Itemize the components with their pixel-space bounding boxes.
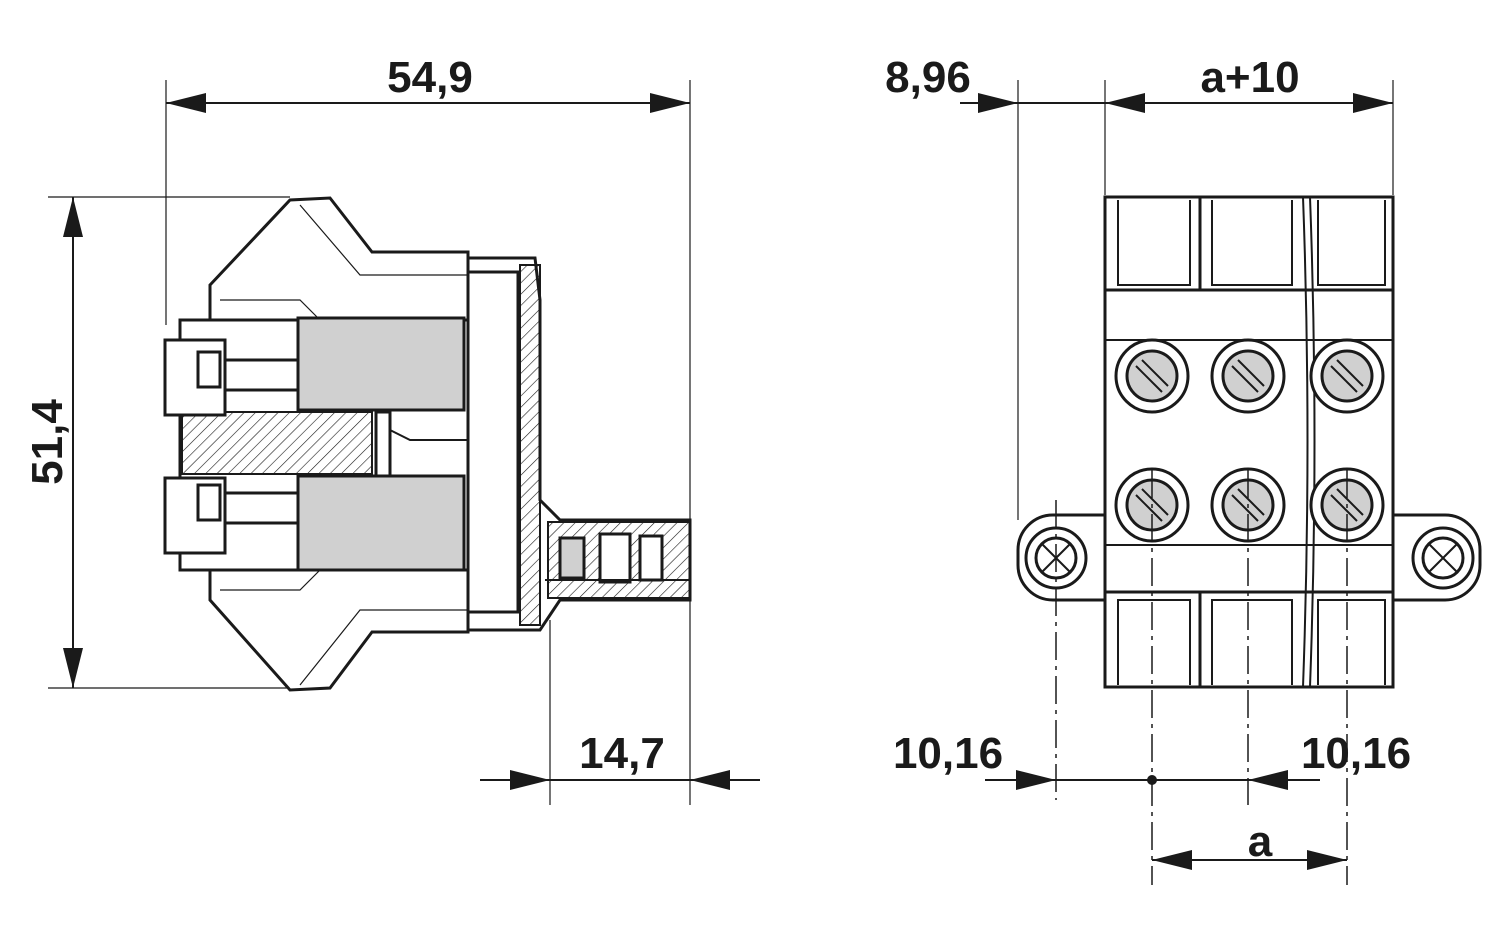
- side-view: 54,9 51,4 14,7: [23, 53, 760, 805]
- screw-icon: [1210, 338, 1286, 414]
- dim-offset-label: 8,96: [885, 53, 971, 102]
- dim-height-label: 51,4: [23, 399, 72, 485]
- screw-icon: [1210, 467, 1286, 543]
- clamp-upper: [296, 316, 466, 412]
- flange-screw-right-icon: [1411, 526, 1475, 590]
- dim-width-label: a+10: [1200, 53, 1299, 102]
- terminal-block-front: [1016, 195, 1482, 689]
- dimension-pitch: a: [1152, 817, 1347, 870]
- screw-icon: [1114, 338, 1190, 414]
- dim-depth-label: 14,7: [579, 729, 665, 778]
- dim-flange-left-label: 10,16: [893, 729, 1003, 778]
- dim-pitch-label: a: [1248, 817, 1273, 866]
- dimension-flange: 10,16 10,16: [893, 729, 1411, 790]
- dimension-length: 54,9: [165, 53, 691, 520]
- dimension-height: 51,4: [23, 196, 290, 689]
- connector-housing-side: [163, 196, 692, 692]
- center-lines: [1055, 470, 1348, 885]
- dim-length-label: 54,9: [387, 53, 473, 102]
- dimension-depth: 14,7: [480, 530, 760, 805]
- screw-icon: [1309, 338, 1385, 414]
- clamp-lower: [296, 474, 466, 572]
- dimension-offset: 8,96: [885, 53, 1106, 520]
- front-view: 8,96 a+10: [885, 53, 1482, 885]
- dim-flange-right-label: 10,16: [1301, 729, 1411, 778]
- dimension-width: a+10: [1105, 53, 1394, 195]
